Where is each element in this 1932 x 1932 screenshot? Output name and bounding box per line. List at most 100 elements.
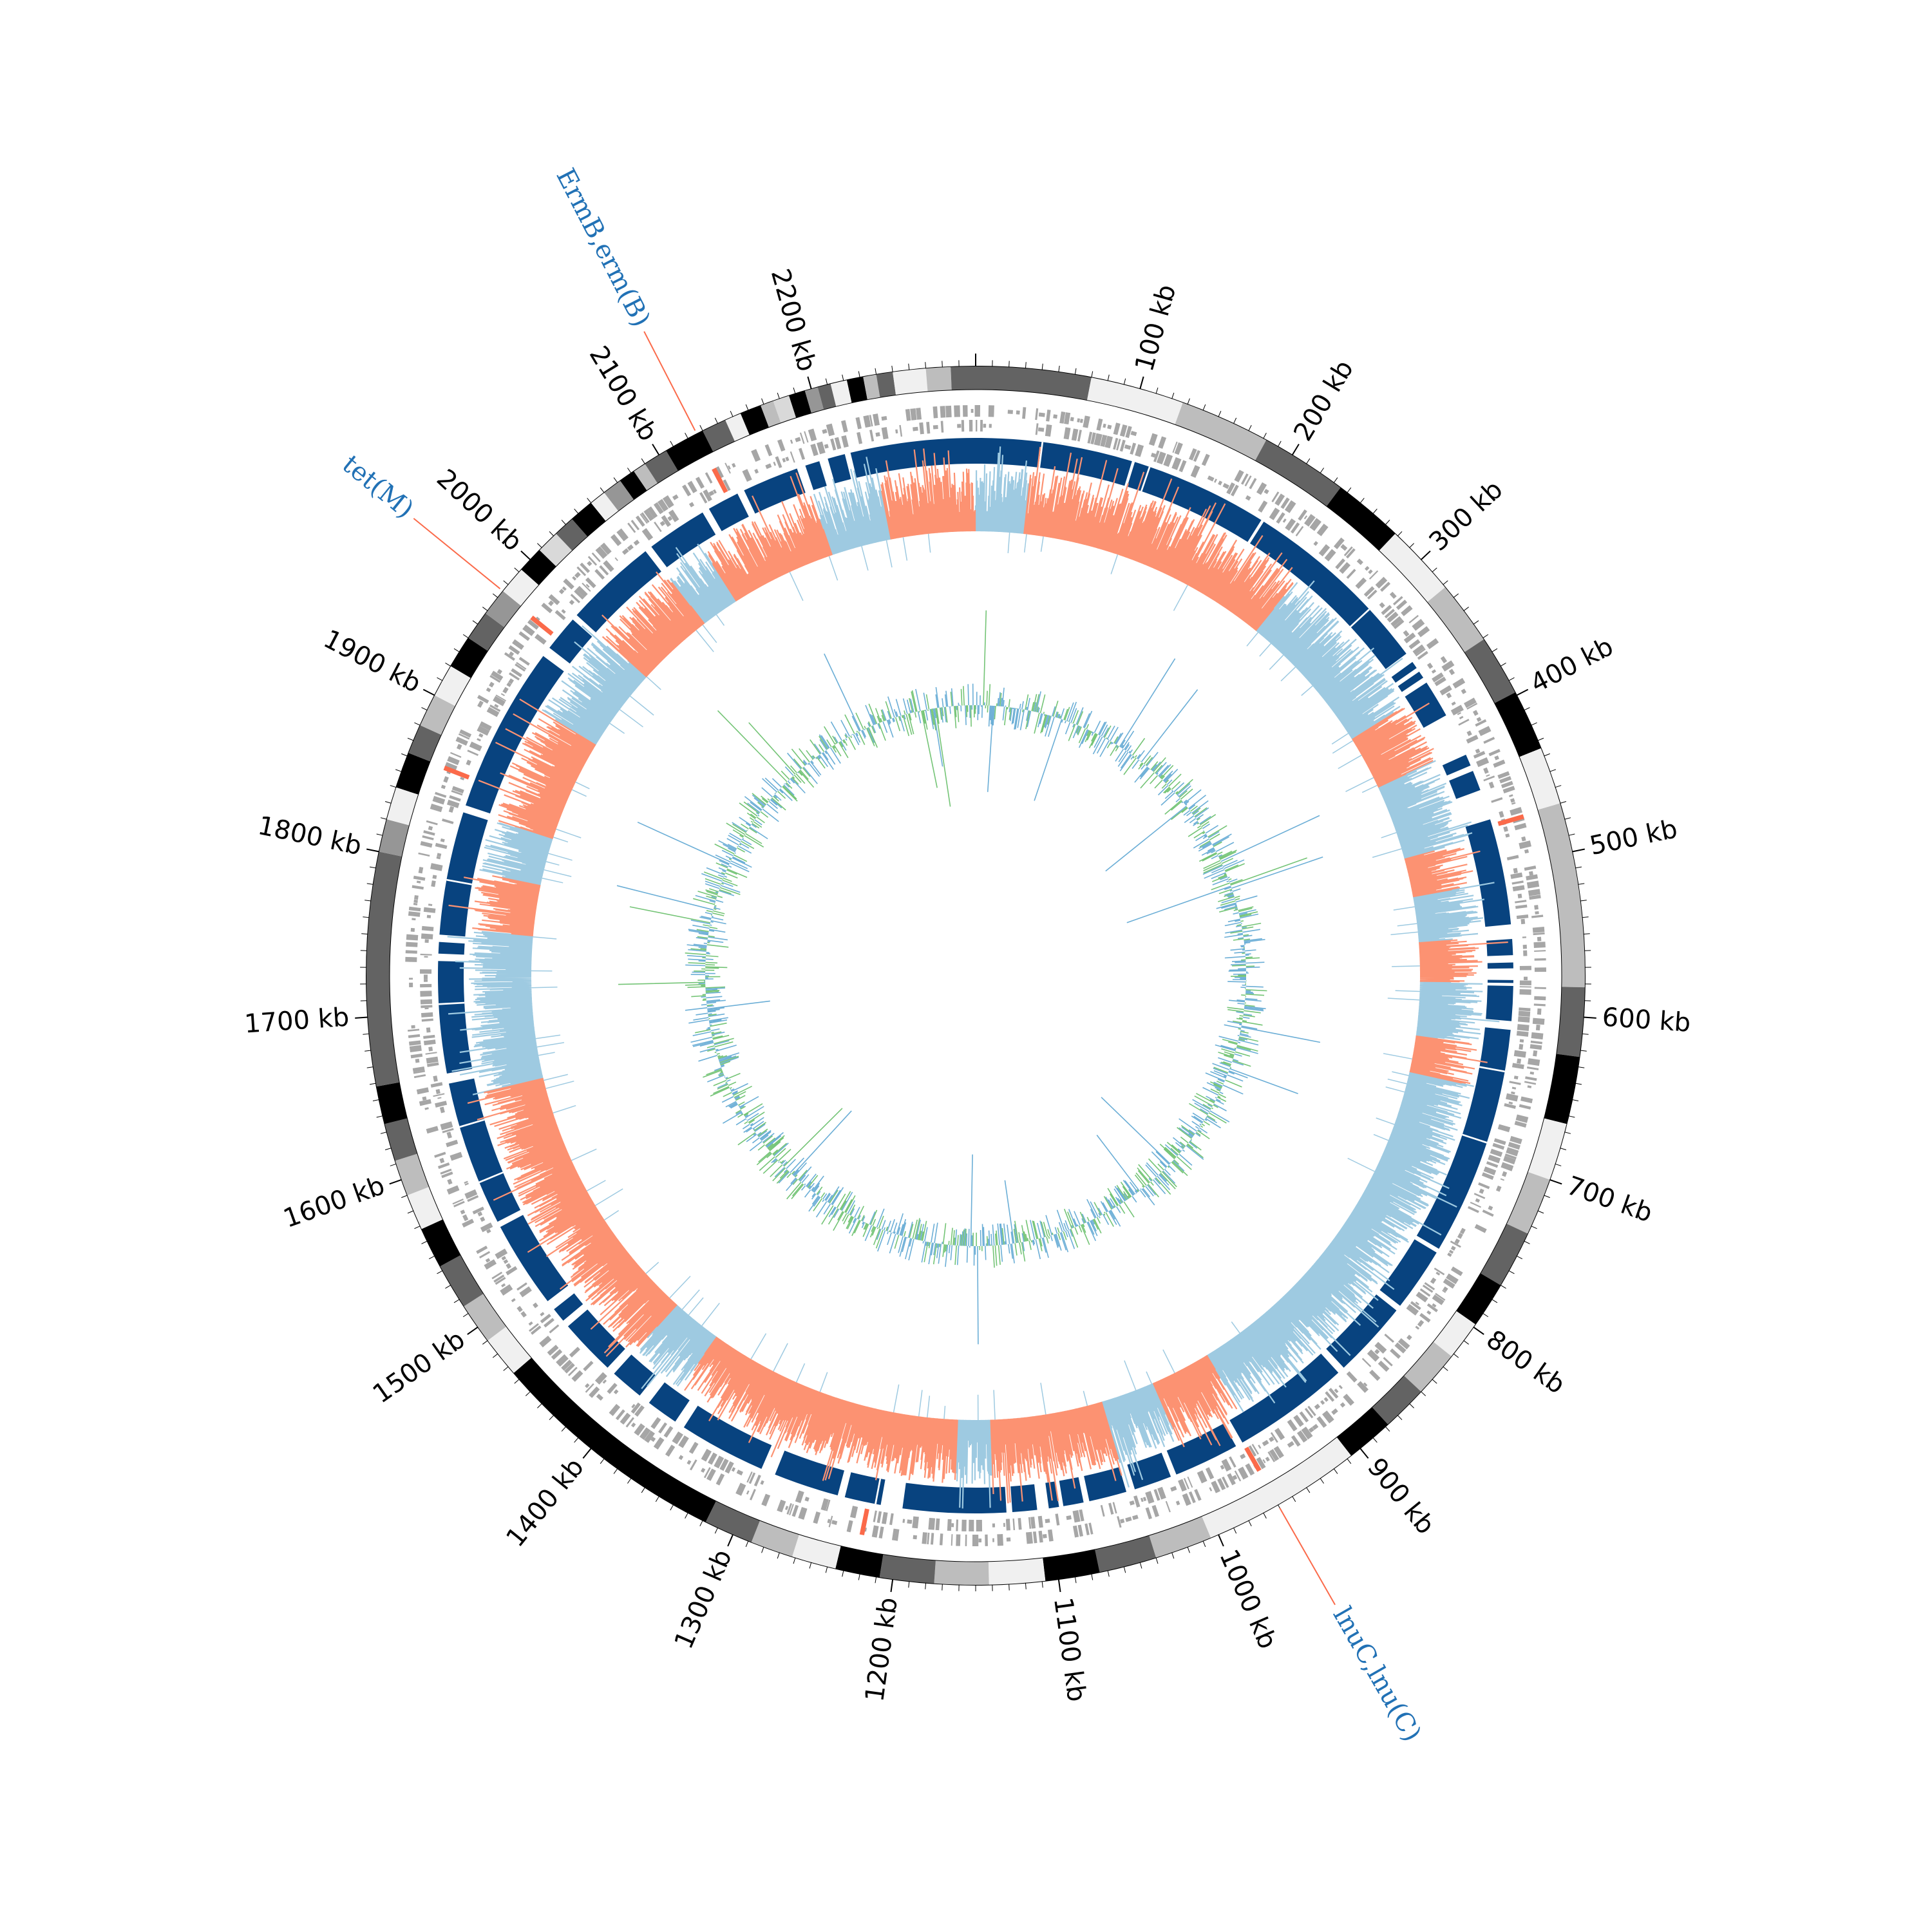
minor-tick [1524, 1240, 1530, 1244]
gene-feature [1053, 414, 1058, 419]
blast-hit-39 [651, 512, 716, 567]
minor-tick [1443, 580, 1448, 585]
gene-feature [587, 556, 598, 566]
minor-tick [390, 1163, 397, 1166]
contig-31 [705, 1501, 761, 1542]
gene-feature [1532, 1018, 1545, 1025]
gene-feature [1035, 408, 1039, 421]
gene-feature [1434, 1267, 1445, 1276]
gene-feature [421, 1018, 433, 1022]
gene-feature [1038, 412, 1045, 417]
contig-49 [468, 613, 505, 651]
minor-tick [1372, 1437, 1378, 1443]
gene-feature [1490, 1148, 1503, 1157]
gene-feature [1506, 1093, 1519, 1102]
gene-feature [450, 752, 462, 758]
contig-33 [488, 1326, 532, 1373]
minor-tick [655, 1496, 659, 1502]
minor-tick [1555, 785, 1562, 788]
gc-content-b [618, 610, 1307, 1268]
gene-feature [1179, 460, 1187, 473]
blast-hit-7 [1449, 771, 1481, 799]
gene-feature [1222, 482, 1229, 489]
gene-feature [506, 1265, 518, 1276]
gene-feature [1461, 688, 1467, 694]
gene-feature [587, 560, 592, 567]
gene-feature [602, 1379, 607, 1384]
gene-feature [1183, 1478, 1189, 1490]
blast-hit-1 [1127, 462, 1262, 542]
gene-feature [484, 1259, 497, 1270]
gene-feature [1340, 1402, 1346, 1408]
gene-feature [442, 819, 454, 824]
gene-feature [529, 1323, 539, 1332]
blast-hit-23 [902, 1482, 1007, 1513]
gene-feature [1426, 1310, 1432, 1315]
gene-feature [1501, 781, 1513, 789]
gene-feature [1220, 1464, 1225, 1470]
gene-feature [410, 927, 415, 932]
gene-feature [1422, 1284, 1434, 1293]
gene-feature [460, 1209, 466, 1215]
gene-feature [1508, 1101, 1513, 1105]
gene-feature [855, 417, 862, 430]
gene-feature [428, 826, 433, 831]
gene-feature [508, 672, 520, 681]
blast-hit-gap [875, 1478, 882, 1504]
gene-feature [878, 1526, 884, 1539]
blast-hit-19 [1084, 1467, 1127, 1502]
blast-hit-gap [439, 1001, 465, 1005]
gene-feature [785, 457, 790, 462]
blast-hit-3 [1391, 661, 1417, 683]
gene-feature [1529, 895, 1541, 900]
minor-tick [1171, 392, 1175, 399]
gene-feature [1262, 1439, 1269, 1446]
minor-tick [1263, 433, 1267, 439]
gene-feature [1417, 1320, 1425, 1327]
gene-feature [469, 741, 482, 752]
gene-feature [1520, 1096, 1533, 1104]
gene-feature [701, 1468, 706, 1473]
minor-tick [761, 1546, 764, 1553]
gene-feature [1515, 1114, 1529, 1123]
gene-feature [1323, 1397, 1329, 1402]
gene-feature [635, 515, 645, 527]
gene-feature [447, 756, 460, 766]
gene-feature [547, 1345, 559, 1356]
gene-feature [544, 1318, 554, 1328]
gene-feature [1424, 1282, 1435, 1291]
minor-tick [1306, 1487, 1311, 1493]
gene-feature [631, 1404, 636, 1408]
minor-tick [1564, 1132, 1571, 1134]
gene-feature [971, 409, 974, 413]
minor-tick [1500, 1285, 1506, 1289]
gene-feature [500, 1284, 513, 1296]
gene-feature [462, 1214, 469, 1222]
minor-tick [1155, 387, 1159, 394]
gene-feature [1390, 616, 1403, 627]
gene-feature [1290, 522, 1300, 534]
gene-feature [1442, 1289, 1446, 1293]
gene-feature [1534, 905, 1539, 910]
gene-feature [1119, 439, 1126, 452]
gene-feature [712, 489, 717, 494]
gene-feature [574, 589, 585, 600]
gene-feature [808, 428, 817, 442]
gene-feature [907, 1519, 913, 1524]
gene-feature [501, 1283, 506, 1288]
gene-feature [1393, 619, 1405, 629]
gene-feature [1205, 1467, 1215, 1480]
gene-feature [1339, 562, 1351, 574]
gene-feature [409, 982, 413, 988]
gene-feature [522, 624, 535, 636]
contig-8 [1494, 692, 1541, 757]
gene-feature [518, 631, 530, 641]
gene-feature [495, 1276, 506, 1285]
gene-feature [764, 444, 773, 457]
gene-feature [663, 1426, 674, 1438]
gene-feature [1526, 1066, 1539, 1070]
gene-feature [420, 953, 432, 956]
gene-feature [1190, 465, 1200, 478]
gene-feature [434, 1151, 446, 1158]
minor-tick [1560, 1148, 1567, 1150]
